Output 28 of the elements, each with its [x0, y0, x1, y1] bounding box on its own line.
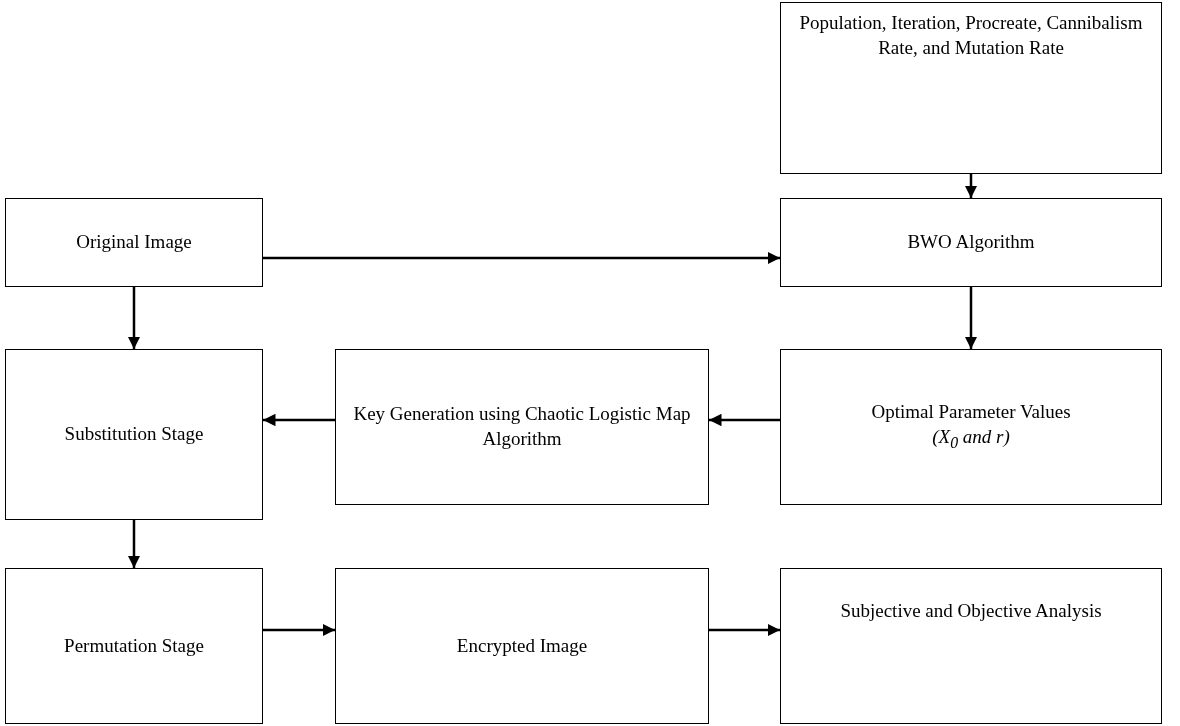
process-box: [5, 198, 263, 287]
box-label: BWO Algorithm: [907, 230, 1035, 255]
arrow: [964, 174, 978, 198]
process-box: [780, 349, 1162, 505]
arrow: [263, 251, 780, 265]
process-box: [335, 349, 709, 505]
box-label: Subjective and Objective Analysis: [840, 599, 1102, 623]
box-label: Population, Iteration, Procreate, Cannibalism Rate, and Mutation Rate: [798, 11, 1144, 60]
box-label: Key Generation using Chaotic Logistic Map Algorithm: [352, 402, 692, 451]
arrow: [127, 287, 141, 349]
arrow: [709, 623, 780, 637]
process-box: [5, 349, 263, 520]
box-label: Substitution Stage: [64, 422, 204, 447]
process-box: [335, 568, 709, 724]
box-label: Original Image: [76, 230, 192, 255]
arrow: [709, 413, 780, 427]
process-box: [780, 568, 1162, 724]
arrow: [127, 520, 141, 568]
arrow: [964, 287, 978, 349]
arrow: [263, 623, 335, 637]
process-box: [780, 198, 1162, 287]
process-box: [5, 568, 263, 724]
box-label: Encrypted Image: [456, 633, 588, 658]
box-label: Optimal Parameter Values: [871, 400, 1071, 425]
box-label: Permutation Stage: [64, 633, 204, 658]
parameter-label: (X$_{0}$ and r): [932, 425, 1010, 453]
arrow: [263, 413, 335, 427]
process-box: [780, 2, 1162, 174]
